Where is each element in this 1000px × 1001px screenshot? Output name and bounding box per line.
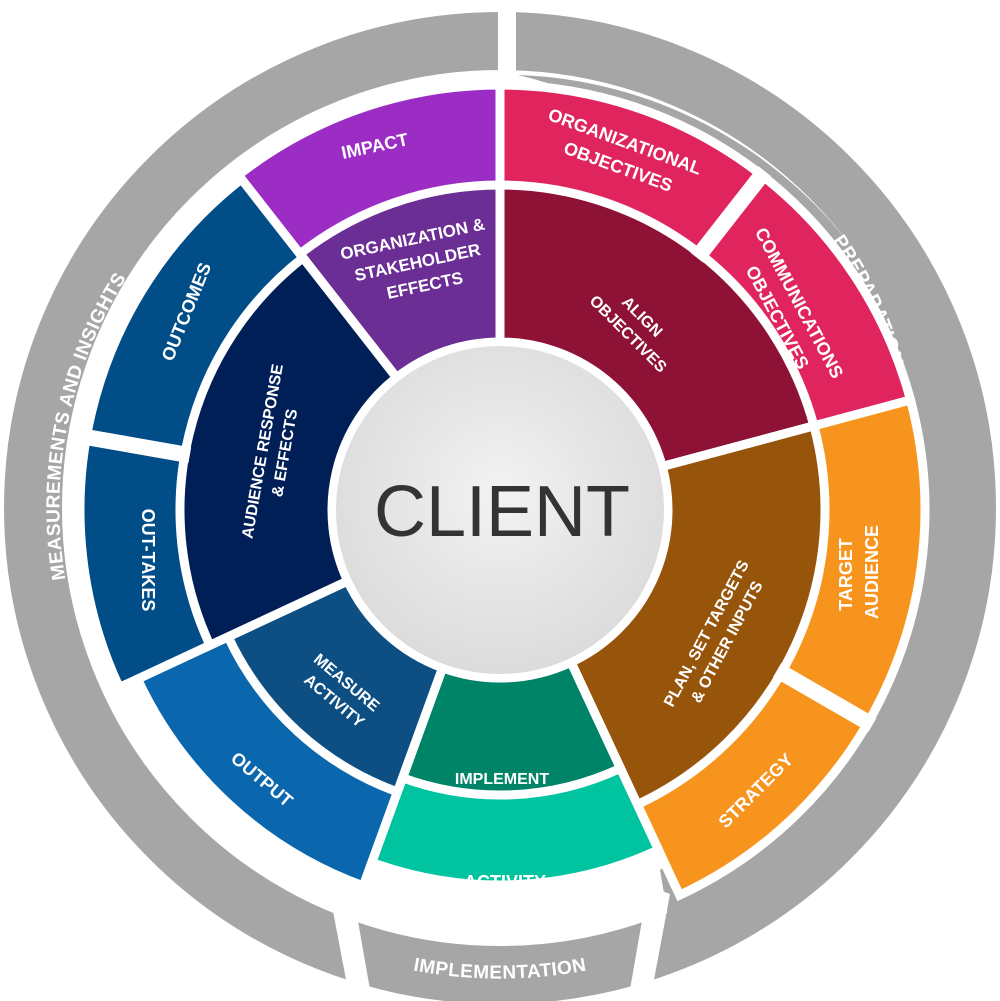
audience-outer-divider xyxy=(80,428,192,464)
out-takes-label: OUT-TAKES xyxy=(138,509,158,612)
target-audience-label: TARGET AUDIENCE xyxy=(836,525,882,619)
plan-outer-divider xyxy=(773,663,877,732)
implement-label: IMPLEMENT xyxy=(455,771,549,788)
phase-gap-top xyxy=(498,0,516,92)
segments xyxy=(75,80,930,902)
phase-gap-bottom-left xyxy=(330,887,372,1001)
center-hub: CLIENT xyxy=(328,338,672,682)
align-outer-divider xyxy=(690,166,772,263)
center-label: CLIENT xyxy=(374,472,630,552)
activity-label: ACTIVITY xyxy=(464,872,546,892)
phase-gap-bottom-right xyxy=(628,886,670,1001)
center-circle xyxy=(328,338,672,682)
